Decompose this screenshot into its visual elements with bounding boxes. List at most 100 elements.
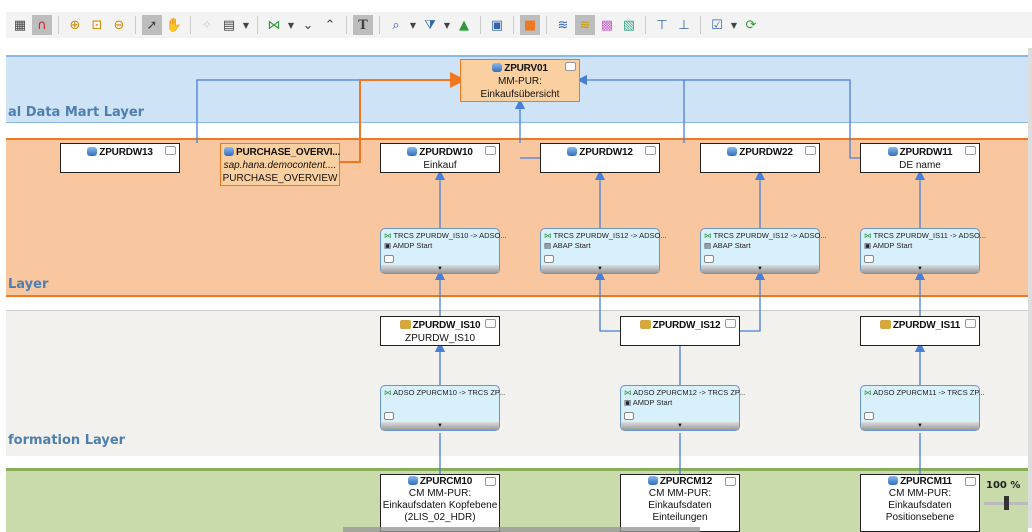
magnet-icon[interactable]: ∩ <box>32 15 52 35</box>
text-icon[interactable]: T <box>353 15 373 35</box>
comment-icon[interactable] <box>485 477 496 486</box>
collapse-icon[interactable]: ⌄ <box>302 17 314 33</box>
node-zpurdw-is12[interactable]: ZPURDW_IS12 <box>620 316 740 346</box>
expand-toggle[interactable]: ▼ <box>381 265 499 273</box>
map-icon[interactable]: ▧ <box>622 17 636 33</box>
node-zpurdw13[interactable]: ZPURDW13 <box>60 143 180 173</box>
adso-icon <box>87 147 98 156</box>
filter-icon[interactable]: ⧩ <box>424 17 436 33</box>
vertical-scrollbar[interactable] <box>1028 48 1032 528</box>
comment-icon[interactable] <box>725 477 736 486</box>
transformation[interactable]: ⋈ TRCS ZPURDW_IS10 -> ADSO...▣ AMDP Star… <box>380 228 507 274</box>
colors-icon[interactable]: ▩ <box>600 17 614 33</box>
transformation-icon: ⋈ <box>624 388 632 397</box>
comment-icon[interactable] <box>965 477 976 486</box>
chevron-down-icon[interactable]: ▼ <box>730 20 738 30</box>
comment-icon[interactable] <box>544 255 554 263</box>
node-zpurdw-is11[interactable]: ZPURDW_IS11 <box>860 316 980 346</box>
node-title: ZPURDW_IS11 <box>892 320 961 331</box>
activate-icon[interactable]: ☑ <box>711 17 723 33</box>
expand-toggle[interactable]: ▼ <box>701 265 819 273</box>
node-purchase-overview[interactable]: PURCHASE_OVERVI...sap.hana.democontent..… <box>220 143 340 186</box>
comment-icon[interactable] <box>384 255 394 263</box>
transformation-name: ADSO ZPURCM10 -> TRCS ZP... <box>393 388 506 397</box>
grid-icon[interactable]: ▦ <box>13 17 27 33</box>
horizontal-scrollbar[interactable] <box>343 527 700 532</box>
chevron-down-icon[interactable]: ▼ <box>242 20 250 30</box>
comment-icon[interactable] <box>805 146 816 155</box>
transformation[interactable]: ⋈ TRCS ZPURDW_IS12 -> ADSO...▤ ABAP Star… <box>700 228 827 274</box>
zoom-fit-icon[interactable]: ⊡ <box>91 17 103 33</box>
layers-icon[interactable]: ≋ <box>557 17 569 33</box>
layer-label: Layer <box>8 277 49 292</box>
search-icon[interactable]: ⌕ <box>392 17 400 33</box>
transformation[interactable]: ⋈ TRCS ZPURDW_IS12 -> ADSO...▤ ABAP Star… <box>540 228 667 274</box>
transformation[interactable]: ⋈ ADSO ZPURCM10 -> TRCS ZP...▼ <box>380 385 505 431</box>
expand-toggle[interactable]: ▼ <box>861 422 979 430</box>
node-title: ZPURDW10 <box>419 147 473 158</box>
transformation-icon[interactable]: ⋈ <box>267 17 281 33</box>
node-zpurdw22[interactable]: ZPURDW22 <box>700 143 820 173</box>
transformation-icon: ⋈ <box>384 231 392 240</box>
node-desc: MM-PUR: <box>498 76 542 87</box>
comment-icon[interactable] <box>645 146 656 155</box>
wand-icon[interactable]: ✧ <box>201 17 213 33</box>
transformation-name: ADSO ZPURCM12 -> TRCS ZP... <box>633 388 746 397</box>
node-desc: Einkaufsdaten Kopfebene <box>382 500 498 511</box>
adso-icon <box>407 147 418 156</box>
refresh-icon[interactable]: ⟳ <box>745 17 757 33</box>
chevron-down-icon[interactable]: ▼ <box>287 20 295 30</box>
highlight-icon[interactable]: ■ <box>520 15 540 35</box>
pointer-icon[interactable]: ➚ <box>142 15 162 35</box>
node-zpurdw12[interactable]: ZPURDW12 <box>540 143 660 173</box>
transformation[interactable]: ⋈ ADSO ZPURCM11 -> TRCS ZP...▼ <box>860 385 985 431</box>
comment-icon[interactable] <box>965 319 976 328</box>
package-icon[interactable]: ▣ <box>490 17 504 33</box>
node-desc: Einkaufsdaten <box>648 500 712 511</box>
transformation[interactable]: ⋈ TRCS ZPURDW_IS11 -> ADSO...▣ AMDP Star… <box>860 228 986 274</box>
tree-icon[interactable]: ▲ <box>459 17 469 33</box>
comment-icon[interactable] <box>725 319 736 328</box>
comment-icon[interactable] <box>485 319 496 328</box>
infosource-icon <box>879 320 891 329</box>
chevron-down-icon[interactable]: ▼ <box>443 20 451 30</box>
link <box>684 79 860 159</box>
expand-toggle[interactable]: ▼ <box>541 265 659 273</box>
zoom-out-icon[interactable]: ⊖ <box>113 17 125 33</box>
comment-icon[interactable] <box>864 255 874 263</box>
comment-icon[interactable] <box>965 146 976 155</box>
adso-icon <box>407 476 418 485</box>
expand-icon[interactable]: ⌃ <box>324 17 336 33</box>
node-package: sap.hana.democontent.... <box>223 160 337 171</box>
layer-label: al Data Mart Layer <box>8 105 145 120</box>
comment-icon[interactable] <box>864 412 874 420</box>
hierarchy-icon[interactable]: ⊤ <box>656 17 668 33</box>
comment-icon[interactable] <box>565 62 576 71</box>
zoom-in-icon[interactable]: ⊕ <box>69 17 81 33</box>
comment-icon[interactable] <box>704 255 714 263</box>
zoom-slider-handle[interactable] <box>1004 496 1009 510</box>
hand-icon[interactable]: ✋ <box>165 17 183 33</box>
comment-icon[interactable] <box>485 146 496 155</box>
org-icon[interactable]: ⊥ <box>678 17 690 33</box>
expand-toggle[interactable]: ▼ <box>861 265 979 273</box>
start-routine: AMDP Start <box>872 241 913 250</box>
expand-toggle[interactable]: ▼ <box>621 422 739 430</box>
separator <box>513 16 514 34</box>
comment-icon[interactable] <box>624 412 634 420</box>
expand-toggle[interactable]: ▼ <box>381 422 499 430</box>
transformation[interactable]: ⋈ ADSO ZPURCM12 -> TRCS ZP...▣ AMDP Star… <box>620 385 745 431</box>
chevron-down-icon[interactable]: ▼ <box>409 20 417 30</box>
comment-icon[interactable] <box>384 412 394 420</box>
layout-icon[interactable]: ▤ <box>222 17 236 33</box>
layers-color-icon[interactable]: ≋ <box>575 15 595 35</box>
transformation-name: TRCS ZPURDW_IS12 -> ADSO... <box>553 231 667 240</box>
comment-icon[interactable] <box>165 146 176 155</box>
